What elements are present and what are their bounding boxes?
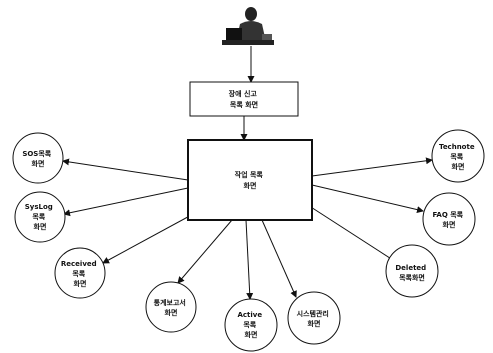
node-syslog: SysLog 목록 화면 bbox=[14, 191, 66, 243]
node-deleted: Deleted 목록화면 bbox=[385, 244, 439, 298]
sos-line-1: SOS목록 bbox=[22, 149, 51, 158]
active-line-2: 목록 bbox=[243, 320, 256, 329]
syslog-line-3: 화면 bbox=[34, 222, 47, 231]
edge-to-active bbox=[245, 219, 254, 300]
sysadmin-line-2: 화면 bbox=[308, 319, 321, 328]
work-list-line-2: 화면 bbox=[244, 181, 257, 190]
edge-to-syslog bbox=[63, 187, 189, 217]
svg-text:작업 목록 화면: 작업 목록 화면 bbox=[235, 170, 266, 190]
svg-text:Received 목록 화면: Received 목록 화면 bbox=[61, 260, 99, 288]
svg-text:장애 신고 목록 화면: 장애 신고 목록 화면 bbox=[229, 89, 260, 109]
svg-text:SOS목록 화면: SOS목록 화면 bbox=[22, 149, 53, 168]
svg-text:FAQ 목록 화면: FAQ 목록 화면 bbox=[432, 210, 465, 229]
svg-text:Deleted 목록화면: Deleted 목록화면 bbox=[395, 264, 428, 282]
sos-line-2: 화면 bbox=[32, 159, 45, 168]
svg-text:SysLog 목록 화면: SysLog 목록 화면 bbox=[25, 203, 56, 231]
stats-line-1: 통계보고서 bbox=[154, 298, 186, 307]
active-line-1: Active bbox=[237, 311, 262, 319]
deleted-line-1: Deleted bbox=[395, 264, 426, 272]
edge-to-sos bbox=[62, 158, 189, 181]
technote-line-3: 화면 bbox=[452, 162, 465, 171]
node-stats: 통계보고서 화면 bbox=[145, 281, 197, 333]
report-list-line-2: 목록 화면 bbox=[230, 100, 258, 109]
report-list-box: 장애 신고 목록 화면 bbox=[189, 81, 299, 117]
received-line-3: 화면 bbox=[74, 279, 87, 288]
syslog-line-1: SysLog bbox=[25, 203, 53, 211]
technote-line-2: 목록 bbox=[450, 152, 463, 161]
technote-line-1: Technote bbox=[439, 143, 475, 151]
svg-text:통계보고서 화면: 통계보고서 화면 bbox=[154, 298, 189, 317]
node-sysadmin: 시스템관리 화면 bbox=[287, 291, 341, 345]
node-active: Active 목록 화면 bbox=[224, 298, 278, 352]
edge-to-technote bbox=[311, 157, 433, 177]
svg-text:Technote 목록 화면: Technote 목록 화면 bbox=[439, 143, 477, 171]
work-list-line-1: 작업 목록 bbox=[235, 170, 264, 179]
node-technote: Technote 목록 화면 bbox=[431, 129, 485, 183]
faq-line-1: FAQ 목록 bbox=[432, 210, 463, 219]
node-received: Received 목록 화면 bbox=[54, 247, 106, 299]
svg-text:시스템관리 화면: 시스템관리 화면 bbox=[297, 309, 332, 328]
faq-line-2: 화면 bbox=[443, 220, 456, 229]
deleted-line-2: 목록화면 bbox=[399, 273, 425, 282]
edge-to-stats bbox=[177, 219, 233, 284]
received-line-1: Received bbox=[61, 260, 97, 268]
sysadmin-line-1: 시스템관리 bbox=[297, 309, 329, 318]
work-list-box: 작업 목록 화면 bbox=[187, 139, 313, 221]
edge-to-faq bbox=[311, 184, 424, 214]
svg-text:Active 목록 화면: Active 목록 화면 bbox=[237, 311, 264, 339]
active-line-3: 화면 bbox=[245, 330, 258, 339]
edge-to-deleted bbox=[299, 199, 397, 263]
edge-to-sysadmin bbox=[261, 219, 297, 298]
received-line-2: 목록 bbox=[72, 269, 85, 278]
syslog-line-2: 목록 bbox=[32, 212, 45, 221]
node-faq: FAQ 목록 화면 bbox=[422, 192, 476, 246]
stats-line-2: 화면 bbox=[165, 308, 178, 317]
person-at-computer-icon bbox=[222, 7, 274, 45]
node-sos: SOS목록 화면 bbox=[12, 132, 64, 184]
report-list-line-1: 장애 신고 bbox=[229, 89, 258, 98]
